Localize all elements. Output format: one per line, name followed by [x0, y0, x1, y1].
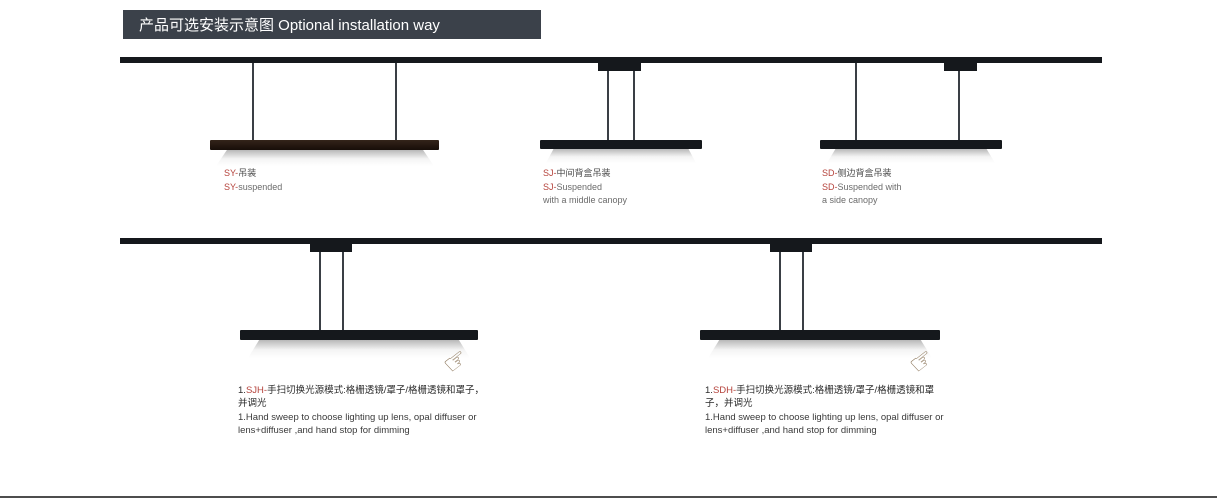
label-text-en: suspended [238, 181, 283, 192]
label-text-cn: 中间背盒吊装 [556, 168, 611, 178]
model-code: SJ- [543, 168, 557, 178]
model-code: SD- [822, 168, 838, 178]
side-canopy [770, 244, 812, 252]
suspension-wire [607, 71, 609, 140]
middle-canopy [598, 63, 641, 71]
ceiling-track-top [120, 57, 1102, 63]
light-glow [827, 149, 995, 163]
model-code: SD- [822, 181, 838, 192]
suspension-wire [395, 63, 397, 140]
label-text-en: Suspended [556, 181, 603, 192]
label-text-en: Suspended with [837, 181, 902, 192]
caption-text-cn: 手扫切换光源模式:格栅透镜/罩子/格栅透镜和罩子，并调光 [705, 385, 935, 410]
model-code: SY- [224, 181, 239, 192]
light-fixture-sd [820, 140, 1002, 149]
caption-text-en: 1.Hand sweep to choose lighting up lens,… [705, 411, 944, 437]
model-code: SJH- [245, 385, 268, 396]
model-code: SJ- [543, 181, 557, 192]
light-fixture-sy [210, 140, 439, 150]
light-fixture-sdh [700, 330, 940, 340]
caption-sdh: 1.SDH-手扫切换光源模式:格栅透镜/罩子/格栅透镜和罩子，并调光 1.Han… [705, 384, 949, 438]
suspension-wire [633, 71, 635, 140]
model-code: SDH- [712, 385, 737, 396]
label-sj-en2: with a middle canopy [543, 195, 628, 205]
label-sy-en: SY-suspended [224, 181, 282, 195]
light-glow [546, 149, 696, 163]
label-sy-cn: SY-吊装 [224, 167, 282, 181]
label-sd-en: SD-Suspended with [822, 181, 902, 195]
ceiling-track-bottom [120, 238, 1102, 244]
caption-text-cn: 手扫切换光源模式:格栅透镜/罩子/格栅透镜和罩子，并调光 [238, 385, 484, 410]
label-sy: SY-吊装 SY-suspended [224, 167, 282, 194]
label-sj-cn: SJ-中间背盒吊装 [543, 167, 627, 181]
section-title-bar: 产品可选安装示意图 Optional installation way [123, 10, 541, 39]
label-text-cn: 侧边背盒吊装 [837, 168, 892, 178]
model-code: SY- [224, 168, 239, 178]
label-sd-en2: a side canopy [822, 195, 878, 205]
caption-number: 1. [238, 385, 246, 396]
caption-number: 1. [705, 385, 713, 396]
suspension-wire [319, 252, 321, 330]
suspension-wire [855, 63, 857, 140]
suspension-wire [779, 252, 781, 330]
suspension-wire [802, 252, 804, 330]
caption-sjh: 1.SJH-手扫切换光源模式:格栅透镜/罩子/格栅透镜和罩子，并调光 1.Han… [238, 384, 492, 438]
label-sj: SJ-中间背盒吊装 SJ-Suspended with a middle can… [543, 167, 627, 208]
light-glow [248, 340, 470, 358]
suspension-wire [958, 71, 960, 140]
label-sd: SD-侧边背盒吊装 SD-Suspended with a side canop… [822, 167, 902, 208]
label-sj-en: SJ-Suspended [543, 181, 627, 195]
light-glow [708, 340, 932, 358]
caption-text-en: 1.Hand sweep to choose lighting up lens,… [238, 411, 477, 437]
light-fixture-sjh [240, 330, 478, 340]
light-fixture-sj [540, 140, 702, 149]
label-text-cn: 吊装 [238, 168, 257, 178]
suspension-wire [252, 63, 254, 140]
suspension-wire [342, 252, 344, 330]
side-canopy [944, 63, 977, 71]
page-bottom-divider [0, 496, 1217, 498]
light-glow [216, 150, 434, 166]
section-title: 产品可选安装示意图 Optional installation way [139, 17, 440, 34]
middle-canopy [310, 244, 352, 252]
label-sd-cn: SD-侧边背盒吊装 [822, 167, 902, 181]
